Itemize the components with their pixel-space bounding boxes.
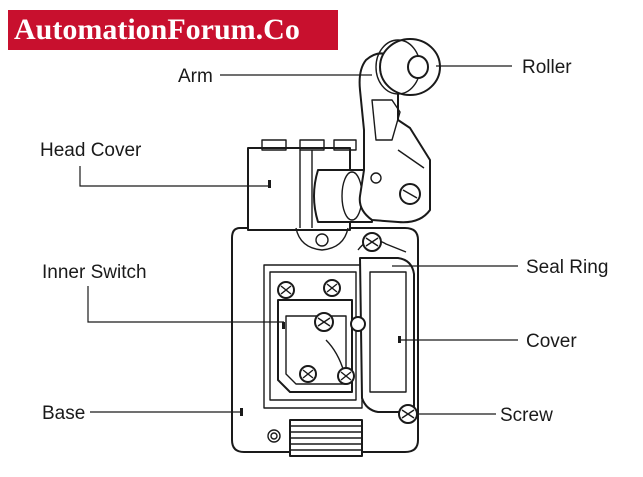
leader-head-cover xyxy=(79,166,268,187)
inner-screw xyxy=(277,281,295,299)
cover-screw xyxy=(398,404,418,424)
label-cover: Cover xyxy=(526,331,577,352)
inner-screw xyxy=(337,367,355,385)
roller-wheel xyxy=(375,38,441,96)
label-screw: Screw xyxy=(500,405,553,426)
label-head-cover: Head Cover xyxy=(40,140,142,161)
label-seal-ring: Seal Ring xyxy=(526,257,608,278)
leader-inner-switch xyxy=(87,286,284,323)
label-base: Base xyxy=(42,403,85,424)
seal-screw xyxy=(362,232,382,252)
inner-screw xyxy=(299,365,317,383)
conduit-thread xyxy=(289,419,363,457)
inner-screw xyxy=(314,312,334,332)
label-roller: Roller xyxy=(522,57,572,78)
site-watermark: AutomationForum.Co xyxy=(8,10,338,50)
terminal-cover xyxy=(359,257,415,413)
label-arm: Arm xyxy=(178,66,213,87)
inner-screw xyxy=(350,316,366,332)
leader-lines xyxy=(79,65,518,415)
inner-screw xyxy=(323,279,341,297)
label-inner-switch: Inner Switch xyxy=(42,262,147,283)
